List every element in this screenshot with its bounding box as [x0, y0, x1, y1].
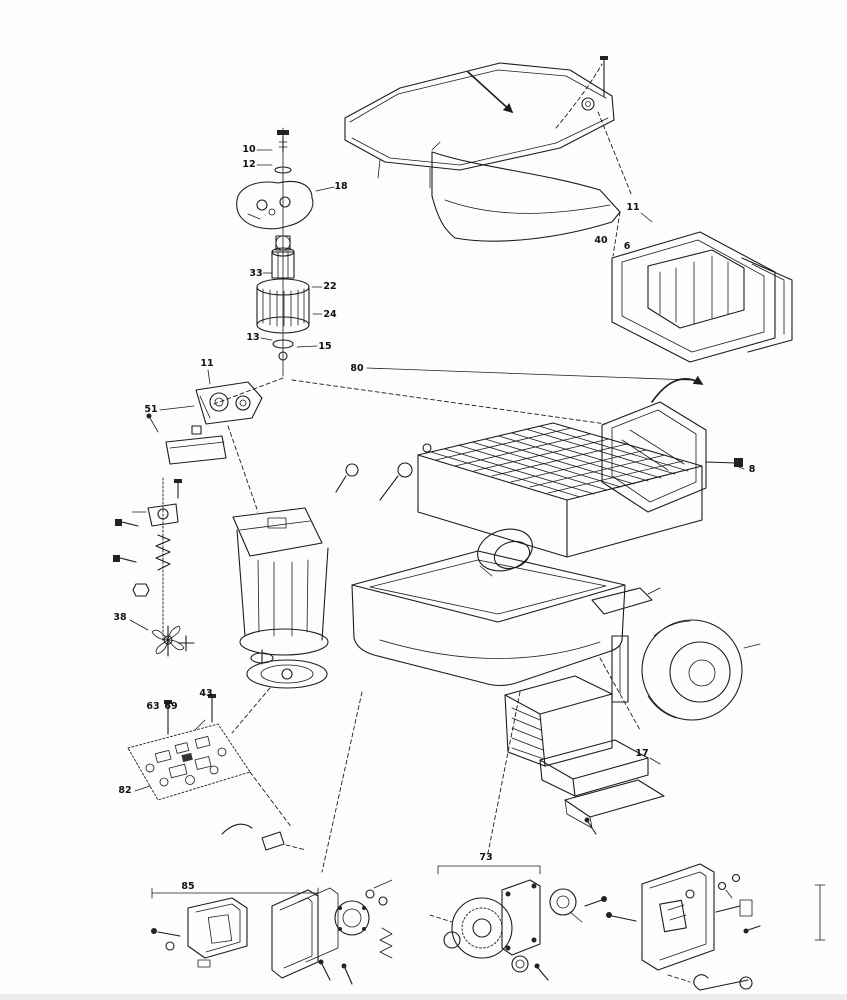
screw-washer-stack [274, 127, 292, 179]
part-label-63: 63 [146, 701, 159, 712]
container-bucket [232, 507, 329, 689]
lid-cap [581, 97, 595, 111]
part-label-18: 18 [334, 181, 348, 192]
part-label-6: 6 [624, 241, 631, 252]
screw-head [734, 458, 743, 467]
pump-head [334, 900, 370, 936]
part-label-85: 85 [181, 881, 194, 892]
retainer [278, 351, 288, 361]
filter-frame-upper [611, 231, 793, 363]
part-label-40: 40 [594, 235, 608, 246]
top-cover-lid [344, 62, 615, 189]
nut [132, 583, 150, 597]
hinge-pin [555, 56, 633, 197]
part-label-80: 80 [350, 363, 364, 374]
wrench-part [693, 974, 753, 991]
direction-arrow [467, 71, 514, 114]
small-block [165, 425, 227, 465]
tub-bracket [591, 587, 653, 615]
part-label-8: 8 [749, 464, 756, 475]
part-label-13: 13 [246, 332, 259, 343]
assembly-pump-plate [271, 879, 393, 985]
part-label-11: 11 [626, 202, 639, 213]
part-label-17: 17 [635, 748, 648, 759]
assembly-pump-motor [429, 865, 607, 981]
motor-armature [256, 177, 310, 377]
tub-basin [351, 550, 661, 687]
bracket-part [261, 831, 285, 851]
inlet-fittings [335, 443, 432, 501]
bottom-leader-lines [231, 657, 641, 873]
assembly-side-panel [151, 887, 319, 968]
spring [379, 927, 393, 959]
part-label-15: 15 [318, 341, 331, 352]
wedge-bracket [232, 507, 323, 557]
condenser-grid-box [335, 422, 703, 577]
scan-edge-artifact [0, 994, 847, 1000]
part-label-12: 12 [242, 159, 255, 170]
hose-elbow [549, 888, 577, 916]
blower-housing [611, 619, 761, 721]
circuit-board [127, 694, 307, 851]
part-label-38: 38 [113, 612, 127, 623]
rotation-arrow [651, 375, 704, 403]
washer [272, 339, 294, 349]
hose-port [477, 528, 533, 577]
clip-part [221, 823, 253, 835]
part-label-43: 43 [199, 688, 212, 699]
filter-cartridge [647, 249, 745, 329]
gasket-plate [501, 879, 541, 956]
assembly-switch-panel [606, 863, 826, 991]
filter-frame-lower [601, 401, 743, 513]
grid-top [430, 425, 689, 498]
part-label-51: 51 [144, 404, 157, 415]
pulley-bracket [146, 381, 263, 433]
part-label-24: 24 [323, 309, 337, 320]
motor-gear-stack [504, 675, 665, 835]
part-label-73: 73 [479, 852, 492, 863]
part-label-22: 22 [323, 281, 336, 292]
leader-lines [213, 211, 704, 513]
part-number-labels: 10 12 18 33 22 24 13 15 80 11 51 38 82 63 69 43 11 40 6 8 17… [113, 144, 755, 892]
part-label-10: 10 [242, 144, 256, 155]
end-cap [741, 257, 793, 353]
valve-parts-column [113, 477, 195, 657]
part-label-69: 69 [164, 701, 177, 712]
part-label-82: 82 [118, 785, 131, 796]
connector [659, 899, 687, 933]
part-label-11: 11 [200, 358, 213, 369]
part-label-33: 33 [249, 268, 262, 279]
grille-lines [511, 707, 545, 760]
rear-shroud [431, 151, 621, 242]
impeller [151, 625, 185, 657]
mounting-plate [236, 180, 314, 230]
base-ring [246, 659, 328, 689]
